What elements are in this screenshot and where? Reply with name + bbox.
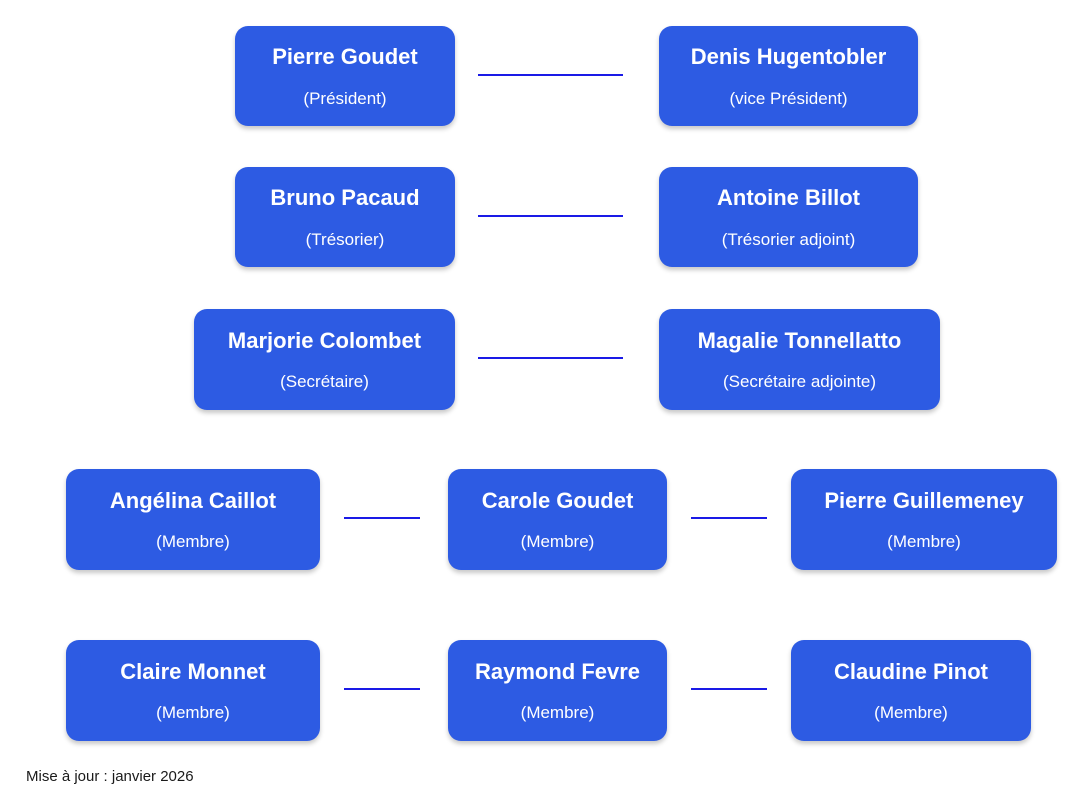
- node-name: Denis Hugentobler: [690, 44, 887, 70]
- node-role: (Secrétaire adjointe): [722, 372, 877, 392]
- org-node-member-6[interactable]: Claudine Pinot (Membre): [791, 640, 1031, 741]
- node-name: Bruno Pacaud: [270, 185, 420, 211]
- org-node-member-2[interactable]: Carole Goudet (Membre): [448, 469, 667, 570]
- node-name: Magalie Tonnellatto: [697, 327, 902, 353]
- org-node-president[interactable]: Pierre Goudet (Président): [235, 26, 455, 126]
- node-role: (Président): [303, 88, 387, 108]
- node-name: Claudine Pinot: [834, 658, 988, 684]
- connector-member-4-5: [344, 688, 420, 690]
- node-role: (Membre): [156, 532, 230, 552]
- node-name: Raymond Fevre: [474, 658, 641, 684]
- org-node-deputy-treasurer[interactable]: Antoine Billot (Trésorier adjoint): [659, 167, 918, 267]
- node-name: Claire Monnet: [120, 658, 266, 684]
- connector-treasury: [478, 215, 623, 217]
- node-role: (Trésorier adjoint): [721, 229, 856, 249]
- org-node-member-4[interactable]: Claire Monnet (Membre): [66, 640, 320, 741]
- connector-member-1-2: [344, 517, 420, 519]
- connector-secretariat: [478, 357, 623, 359]
- org-node-member-1[interactable]: Angélina Caillot (Membre): [66, 469, 320, 570]
- update-note: Mise à jour : janvier 2026: [26, 768, 194, 785]
- node-role: (Membre): [156, 703, 230, 723]
- org-node-treasurer[interactable]: Bruno Pacaud (Trésorier): [235, 167, 455, 267]
- node-role: (Trésorier): [305, 229, 385, 249]
- node-role: (Membre): [520, 532, 595, 552]
- node-name: Marjorie Colombet: [227, 327, 422, 353]
- node-name: Carole Goudet: [481, 487, 634, 513]
- connector-presidency: [478, 74, 623, 76]
- node-name: Pierre Guillemeney: [824, 487, 1024, 513]
- node-name: Pierre Goudet: [272, 44, 418, 70]
- node-name: Antoine Billot: [717, 185, 860, 211]
- node-role: (Secrétaire): [280, 372, 369, 392]
- node-role: (Membre): [874, 703, 948, 723]
- node-role: (Membre): [887, 532, 961, 552]
- node-name: Angélina Caillot: [109, 487, 277, 513]
- connector-member-5-6: [691, 688, 767, 690]
- org-node-secretary[interactable]: Marjorie Colombet (Secrétaire): [194, 309, 455, 410]
- org-node-vice-president[interactable]: Denis Hugentobler (vice Président): [659, 26, 918, 126]
- node-role: (Membre): [520, 703, 595, 723]
- connector-member-2-3: [691, 517, 767, 519]
- org-node-member-3[interactable]: Pierre Guillemeney (Membre): [791, 469, 1057, 570]
- node-role: (vice Président): [729, 88, 848, 108]
- org-node-deputy-secretary[interactable]: Magalie Tonnellatto (Secrétaire adjointe…: [659, 309, 940, 410]
- org-node-member-5[interactable]: Raymond Fevre (Membre): [448, 640, 667, 741]
